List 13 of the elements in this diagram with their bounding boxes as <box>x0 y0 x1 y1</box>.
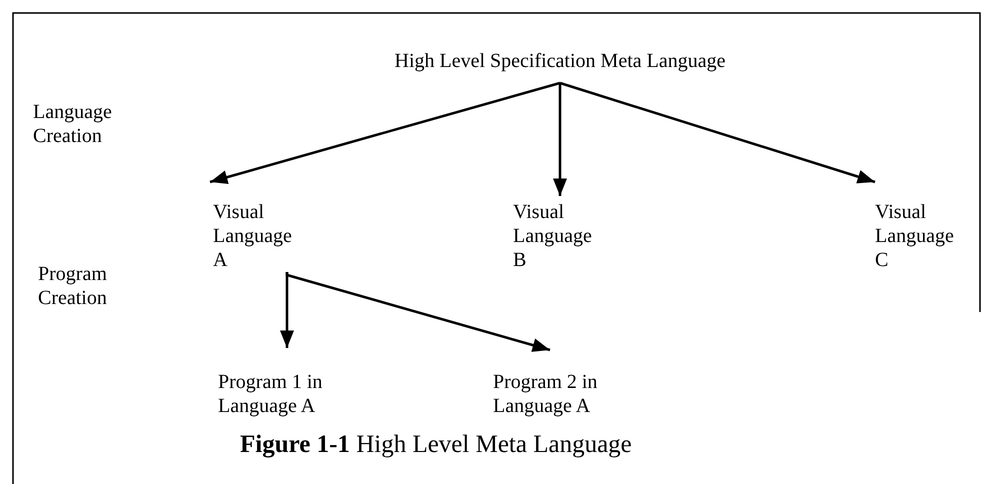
arrow <box>560 82 876 184</box>
figure-caption: Figure 1-1 High Level Meta Language <box>240 430 632 460</box>
arrow <box>286 272 550 352</box>
node-label: Program 2 in Language A <box>493 370 598 418</box>
node-label: Visual Language B <box>513 200 593 272</box>
arrow <box>210 82 560 184</box>
section-label: Program Creation <box>38 262 108 310</box>
section-label: Language Creation <box>33 100 113 148</box>
arrow <box>553 83 567 196</box>
node-label: Program 1 in Language A <box>218 370 324 418</box>
node-label: High Level Specification Meta Language <box>394 49 726 73</box>
node-label: Visual Language A <box>213 200 293 272</box>
node-label: Visual Language C <box>875 200 955 272</box>
